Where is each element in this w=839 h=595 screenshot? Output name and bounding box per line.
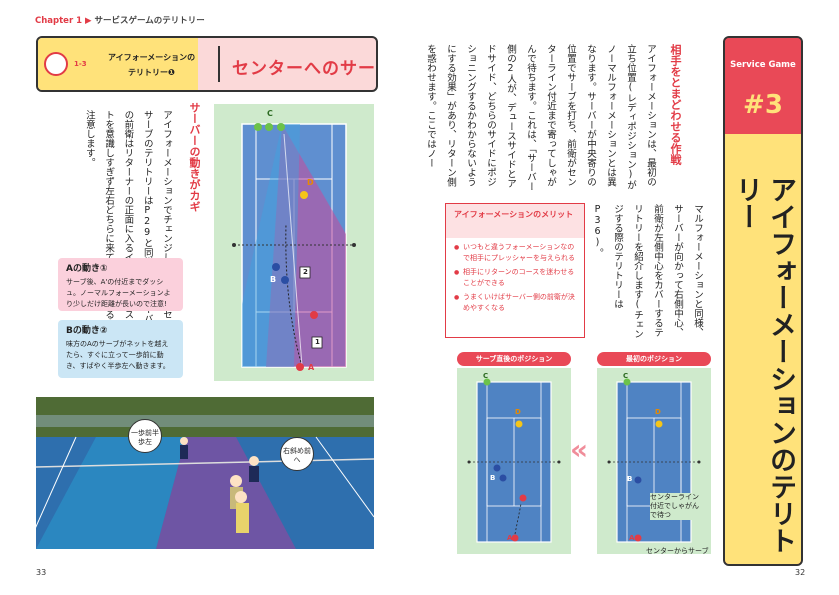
tennis-ball-icon — [44, 52, 68, 76]
court-label-a: A — [308, 363, 315, 372]
motion-b-box: Bの動き② 味方のAのサーブがネットを越えたら、すぐに立って一歩前に動き、すばや… — [58, 320, 183, 378]
note-center-line: センターライン付近でしゃがんで待つ — [650, 493, 702, 520]
left-heading: サーバーの動きがカギ — [188, 102, 201, 212]
court-label-b: B — [270, 275, 277, 284]
big-title: アイフォーメーションのテリトリー — [731, 176, 796, 554]
court-initial-svg — [607, 378, 701, 543]
main-court-diagram: C D B A 2 1 — [214, 104, 374, 381]
court-step-1: 1 — [315, 338, 320, 346]
court-after-serve-svg — [467, 378, 561, 543]
merit-list: いつもと違うフォーメーションなので相手にプレッシャーを与えられる 相手にリターン… — [446, 238, 584, 321]
photo-bubble-2: 右斜め前へ — [280, 437, 314, 471]
page-number-left: 33 — [36, 568, 47, 577]
merit-item: いつもと違うフォーメーションなので相手にプレッシャーを与えられる — [454, 242, 576, 264]
merit-box: アイフォーメーションのメリット いつもと違うフォーメーションなので相手にプレッシ… — [445, 203, 585, 338]
initial-label-c: C — [623, 372, 629, 380]
motion-a-title: Aの動き① — [66, 264, 108, 274]
section-title-box: 1-3 アイフォーメーションの テリトリー❶ センターへのサーブ — [36, 36, 378, 92]
service-game-bottom: アイフォーメーションのテリトリー — [725, 134, 801, 564]
court-photo-svg — [36, 397, 374, 549]
main-court-svg — [232, 123, 356, 371]
series-label: Service Game — [730, 60, 796, 70]
page-number-right: 32 — [795, 568, 806, 577]
motion-b-title: Bの動き② — [66, 326, 108, 336]
chapter-label: Chapter 1 — [35, 16, 83, 26]
chapter-header: Chapter 1 ▶ サービスゲームのテリトリー — [35, 14, 205, 26]
merit-title: アイフォーメーションのメリット — [446, 204, 584, 238]
initial-label-b: B — [627, 475, 633, 483]
motion-a-box: Aの動き① サーブ後、A'の付近までダッシュ。ノーマルフォーメーションより少しだ… — [58, 258, 183, 311]
after-label-b: B — [490, 474, 496, 482]
court-step-2: 2 — [303, 268, 308, 276]
service-game-top: Service Game #3 — [725, 38, 801, 134]
after-label-a: A — [507, 534, 513, 542]
initial-label-d: D — [655, 408, 661, 416]
photo-bubble-1: 一歩前半歩左 — [128, 419, 162, 453]
motion-a-text: サーブ後、A'の付近までダッシュ。ノーマルフォーメーションより少しだけ距離が長い… — [66, 278, 171, 308]
merit-item: 相手にリターンのコースを迷わせることができる — [454, 267, 576, 289]
section-subtitle-2: テリトリー❶ — [128, 68, 175, 77]
pos-initial-label: 最初のポジション — [597, 352, 711, 366]
after-label-c: C — [483, 372, 489, 380]
section-title: センターへのサーブ — [232, 59, 378, 79]
right-heading: 相手をとまどわせる作戦 — [669, 44, 682, 165]
after-label-d: D — [515, 408, 521, 416]
note-center-serve: センターからサーブ — [646, 547, 709, 555]
left-body: アイフォーメーションでチェンジしない場合、センターサーブのテリトリーはP29と同… — [83, 110, 172, 348]
section-number: 1-3 — [74, 60, 87, 68]
initial-label-a: A — [629, 534, 635, 542]
motion-b-text: 味方のAのサーブがネットを越えたら、すぐに立って一歩前に動き、すばやく半歩左へ動… — [66, 340, 170, 370]
right-body-2: マルフォーメーションと同様、サーバーが向かって右側中心、前衛が左側中心をカバーす… — [592, 204, 703, 339]
court-initial: C D B A — [597, 368, 711, 554]
section-subtitle-1: アイフォーメーションの — [108, 53, 196, 62]
right-body: アイフォーメーションは、最初の立ち位置(レディポジション)がノーマルフォーメーシ… — [425, 44, 656, 192]
chapter-title: サービスゲームのテリトリー — [94, 16, 205, 26]
series-number: #3 — [743, 90, 783, 120]
chevron-left-icon: « — [570, 433, 589, 466]
court-after-serve: C D B A — [457, 368, 571, 554]
chapter-arrow-icon: ▶ — [84, 16, 95, 26]
court-photo: 一歩前半歩左 右斜め前へ — [36, 397, 374, 549]
court-label-d: D — [307, 178, 314, 187]
title-divider — [218, 46, 220, 82]
service-game-panel: Service Game #3 アイフォーメーションのテリトリー — [723, 36, 803, 566]
pos-after-label: サーブ直後のポジション — [457, 352, 571, 366]
merit-item: うまくいけばサーバー側の前衛が決めやすくなる — [454, 292, 576, 314]
court-label-c: C — [267, 109, 273, 118]
